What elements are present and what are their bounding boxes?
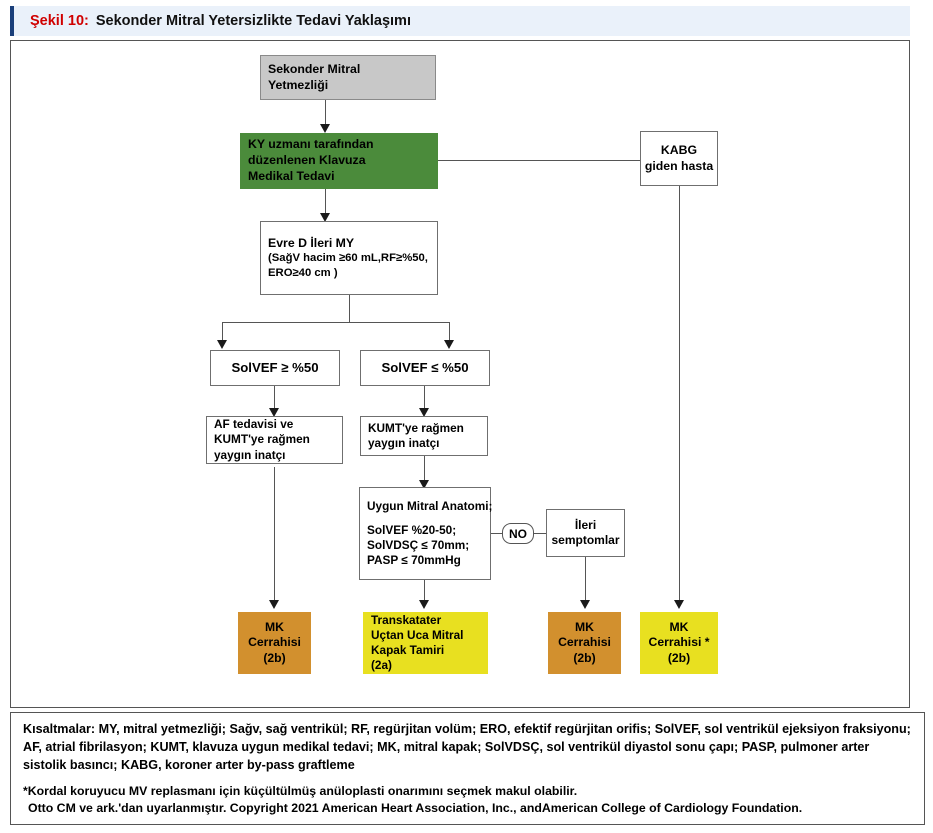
arrowhead-gdmt-refractory-to-anatomy (418, 480, 429, 489)
node-suitable-mitral-anatomy: Uygun Mitral Anatomi; SolVEF %20-50; Sol… (359, 487, 492, 580)
arrowhead-symptoms-to-outcome-3 (579, 600, 590, 609)
connector-gdmt-refractory-to-anatomy (424, 456, 425, 484)
node-gdmt-refractory: KUMT'ye rağmen yaygın inatçı (360, 416, 488, 456)
figure-title: Sekonder Mitral Yetersizlikte Tedavi Yak… (95, 13, 411, 29)
connector-no-to-symptoms (534, 533, 546, 534)
connector-gdmt-to-stage-d (325, 189, 326, 217)
node-stage-d-advanced-mr: Evre D İleri MY (SağV hacim ≥60 mL,RF≥%5… (260, 221, 438, 295)
connector-lvef-reduced-down (424, 386, 425, 412)
arrowhead-start-to-gdmt (320, 124, 330, 133)
figure-header: Şekil 10: Sekonder Mitral Yetersizlikte … (10, 6, 910, 36)
label-no-branch: NO (502, 523, 534, 544)
abbreviations-text: Kısaltmalar: MY, mitral yetmezliği; Sağv… (23, 722, 911, 772)
connector-fork-left (222, 322, 223, 344)
node-outcome-transcatheter-edge-to-edge-repair: Transkatater Uçtan Uca Mitral Kapak Tami… (363, 612, 488, 674)
node-outcome-mitral-valve-surgery-left: MK Cerrahisi (2b) (238, 612, 311, 674)
arrowhead-fork-left (216, 340, 227, 349)
node-guideline-directed-medical-therapy: KY uzmanı tarafından düzenlenen Klavuza … (240, 133, 438, 189)
node-lvef-preserved: SolVEF ≥ %50 (210, 350, 340, 386)
connector-anatomy-to-no (491, 533, 502, 534)
connector-lvef-preserved-down (274, 386, 275, 412)
connector-fork-right (449, 322, 450, 344)
node-secondary-mitral-regurgitation: Sekonder Mitral Yetmezliği (260, 55, 436, 100)
connector-gdmt-to-cabg (438, 160, 640, 161)
arrowhead-lvef-preserved-down (268, 408, 279, 417)
connector-anatomy-to-outcome-2 (424, 580, 425, 604)
arrowhead-lvef-reduced-down (418, 408, 429, 417)
node-outcome-mitral-valve-surgery-cabg: MK Cerrahisi * (2b) (640, 612, 718, 674)
connector-fork-horizontal (222, 322, 450, 323)
footnote-asterisk: *Kordal koruyucu MV replasmanı için küçü… (23, 783, 578, 798)
node-cabg-patient: KABG giden hasta (640, 131, 718, 186)
connector-symptoms-to-outcome-3 (585, 557, 586, 604)
connector-stage-d-stem (349, 295, 350, 322)
arrowhead-cabg-to-outcome-4 (673, 600, 684, 609)
arrowhead-anatomy-to-outcome-2 (418, 600, 429, 609)
arrowhead-af-to-outcome-1 (268, 600, 279, 609)
figure-number: Şekil 10: (30, 13, 89, 29)
footnote-source: Otto CM ve ark.'dan uyarlanmıştır. Copyr… (28, 801, 803, 816)
connector-af-to-outcome-1 (274, 467, 275, 604)
legend-box: Kısaltmalar: MY, mitral yetmezliği; Sağv… (10, 712, 925, 825)
connector-start-to-gdmt (325, 100, 326, 128)
arrowhead-gdmt-to-stage-d (320, 213, 330, 222)
connector-cabg-to-outcome-4 (679, 186, 680, 604)
node-advanced-symptoms: İleri semptomlar (546, 509, 625, 557)
arrowhead-fork-right (443, 340, 454, 349)
node-af-therapy-refractory: AF tedavisi ve KUMT'ye rağmen yaygın ina… (206, 416, 343, 464)
node-lvef-reduced: SolVEF ≤ %50 (360, 350, 490, 386)
node-outcome-mitral-valve-surgery-middle: MK Cerrahisi (2b) (548, 612, 621, 674)
